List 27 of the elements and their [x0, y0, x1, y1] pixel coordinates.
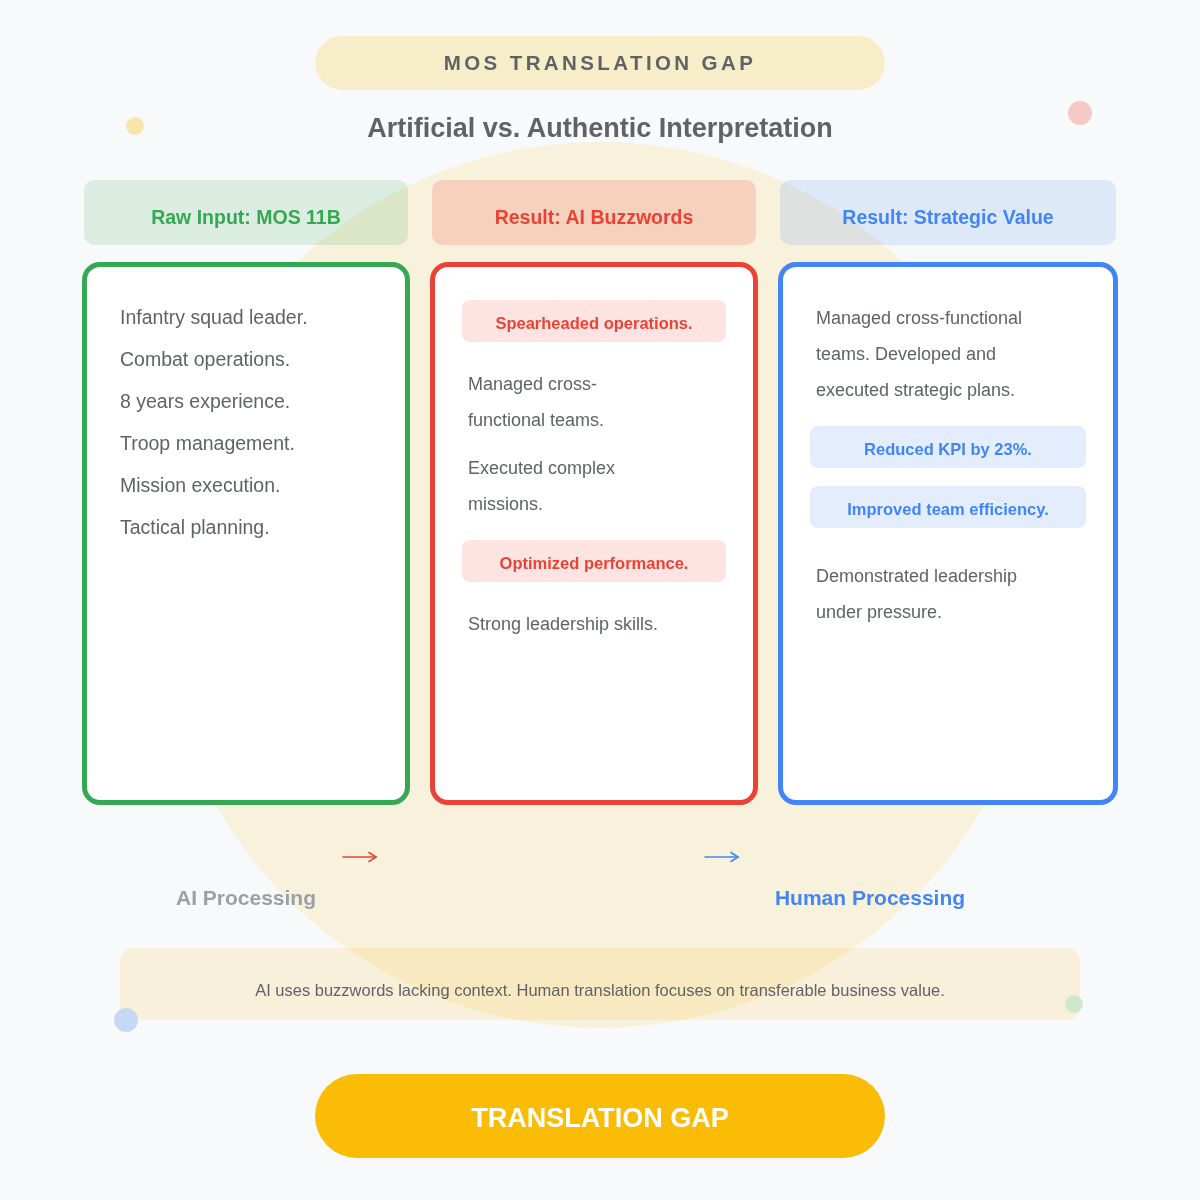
highlight-box: Optimized performance.: [462, 540, 726, 582]
column-header: Result: Strategic Value: [780, 180, 1116, 245]
highlight-box: Improved team efficiency.: [810, 486, 1086, 528]
column-card: [82, 262, 410, 805]
highlight-box: Spearheaded operations.: [462, 300, 726, 342]
card-text: Mission execution.: [120, 473, 281, 498]
card-text: Managed cross-functional teams. Developed and executed strategic plans.: [816, 307, 1024, 402]
process-label: AI Processing: [175, 886, 317, 910]
card-text: Managed cross-functional teams.: [468, 373, 606, 432]
note-banner: AI uses buzzwords lacking context. Human translation focuses on transferable business value.: [120, 948, 1080, 1020]
footer-banner: TRANSLATION GAP: [315, 1074, 885, 1158]
column-header: Raw Input: MOS 11B: [84, 180, 408, 245]
title: Artificial vs. Authentic Interpretation: [367, 112, 833, 144]
card-text: Troop management.: [120, 431, 295, 456]
card-text: Demonstrated leadership under pressure.: [816, 565, 1019, 624]
card-text: Infantry squad leader.: [120, 305, 308, 330]
card-text: Combat operations.: [120, 347, 291, 372]
card-text: Strong leadership skills.: [468, 613, 659, 636]
card-text: Tactical planning.: [120, 515, 270, 540]
process-label: Human Processing: [774, 886, 966, 910]
column-header: Result: AI Buzzwords: [432, 180, 756, 245]
title-banner: MOS TRANSLATION GAP: [315, 36, 885, 90]
card-text: 8 years experience.: [120, 389, 291, 414]
card-text: Executed complex missions.: [468, 457, 617, 516]
column-card: [778, 262, 1118, 805]
column-card: [430, 262, 758, 805]
highlight-box: Reduced KPI by 23%.: [810, 426, 1086, 468]
